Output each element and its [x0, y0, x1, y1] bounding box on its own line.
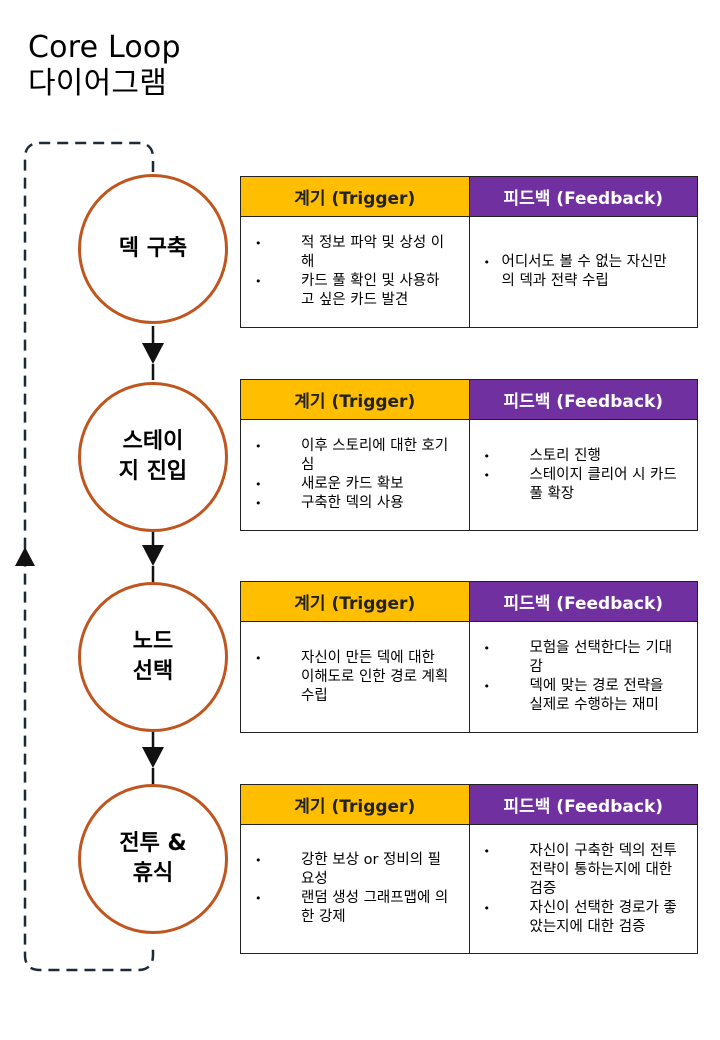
list-item: •강한 보상 or 정비의 필요성 — [255, 852, 441, 887]
title-line-1: Core Loop — [28, 30, 181, 65]
trigger-list: •적 정보 파악 및 상성 이해 •카드 풀 확인 및 사용하고 싶은 카드 발… — [241, 217, 470, 327]
list-item: •카드 풀 확인 및 사용하고 싶은 카드 발견 — [255, 273, 440, 308]
list-item: •새로운 카드 확보 — [255, 476, 404, 492]
stage-table-2: 계기 (Trigger) 피드백 (Feedback) •이후 스토리에 대한 … — [240, 379, 698, 531]
trigger-header: 계기 (Trigger) — [241, 380, 470, 419]
node-stage-entry: 스테이 지 진입 — [78, 382, 228, 532]
feedback-header: 피드백 (Feedback) — [469, 177, 697, 216]
list-item: •적 정보 파악 및 상성 이해 — [255, 235, 445, 270]
down-arrow-icon-3 — [142, 747, 164, 768]
node-deck-building: 덱 구축 — [78, 174, 228, 324]
list-item: •스테이지 클리어 시 카드 풀 확장 — [483, 466, 677, 502]
node-battle-rest: 전투 & 휴식 — [78, 784, 228, 934]
node-node-select: 노드 선택 — [78, 582, 228, 732]
list-item: •구축한 덱의 사용 — [255, 495, 404, 511]
title-line-2: 다이어그램 — [28, 66, 167, 101]
list-item: •이후 스토리에 대한 호기심 — [255, 438, 449, 473]
list-item: •자신이 만든 덱에 대한 이해도로 인한 경로 계획 수립 — [255, 649, 449, 704]
trigger-header: 계기 (Trigger) — [241, 582, 470, 621]
loop-up-arrow-icon — [15, 547, 35, 566]
feedback-list: •어디서도 볼 수 없는 자신만의 덱과 전략 수립 — [470, 217, 698, 327]
feedback-header: 피드백 (Feedback) — [469, 380, 697, 419]
trigger-list: •이후 스토리에 대한 호기심 •새로운 카드 확보 •구축한 덱의 사용 — [241, 420, 470, 530]
list-item: •어디서도 볼 수 없는 자신만의 덱과 전략 수립 — [483, 254, 667, 289]
list-item: •자신이 구축한 덱의 전투전략이 통하는지에 대한 검증 — [483, 842, 677, 897]
list-item: •모험을 선택한다는 기대감 — [483, 640, 673, 675]
list-item: •랜덤 생성 그래프맵에 의한 강제 — [255, 890, 449, 925]
feedback-header: 피드백 (Feedback) — [469, 785, 697, 824]
feedback-list: •모험을 선택한다는 기대감 •덱에 맞는 경로 전략을 실제로 수행하는 재미 — [470, 622, 698, 732]
down-arrow-icon-2 — [142, 545, 164, 566]
feedback-list: •스토리 진행 •스테이지 클리어 시 카드 풀 확장 — [470, 420, 698, 530]
list-item: •덱에 맞는 경로 전략을 실제로 수행하는 재미 — [483, 678, 664, 713]
trigger-list: •자신이 만든 덱에 대한 이해도로 인한 경로 계획 수립 — [241, 622, 470, 732]
trigger-header: 계기 (Trigger) — [241, 177, 470, 216]
feedback-header: 피드백 (Feedback) — [469, 582, 697, 621]
stage-table-3: 계기 (Trigger) 피드백 (Feedback) •자신이 만든 덱에 대… — [240, 581, 698, 733]
page-title: Core Loop 다이어그램 — [28, 30, 181, 102]
down-arrow-icon-1 — [142, 343, 164, 364]
feedback-list: •자신이 구축한 덱의 전투전략이 통하는지에 대한 검증 •자신이 선택한 경… — [470, 825, 698, 953]
stage-table-4: 계기 (Trigger) 피드백 (Feedback) •강한 보상 or 정비… — [240, 784, 698, 954]
stage-table-1: 계기 (Trigger) 피드백 (Feedback) •적 정보 파악 및 상… — [240, 176, 698, 328]
list-item: •스토리 진행 — [483, 447, 601, 464]
list-item: •자신이 선택한 경로가 좋았는지에 대한 검증 — [483, 899, 677, 935]
trigger-header: 계기 (Trigger) — [241, 785, 470, 824]
trigger-list: •강한 보상 or 정비의 필요성 •랜덤 생성 그래프맵에 의한 강제 — [241, 825, 470, 953]
